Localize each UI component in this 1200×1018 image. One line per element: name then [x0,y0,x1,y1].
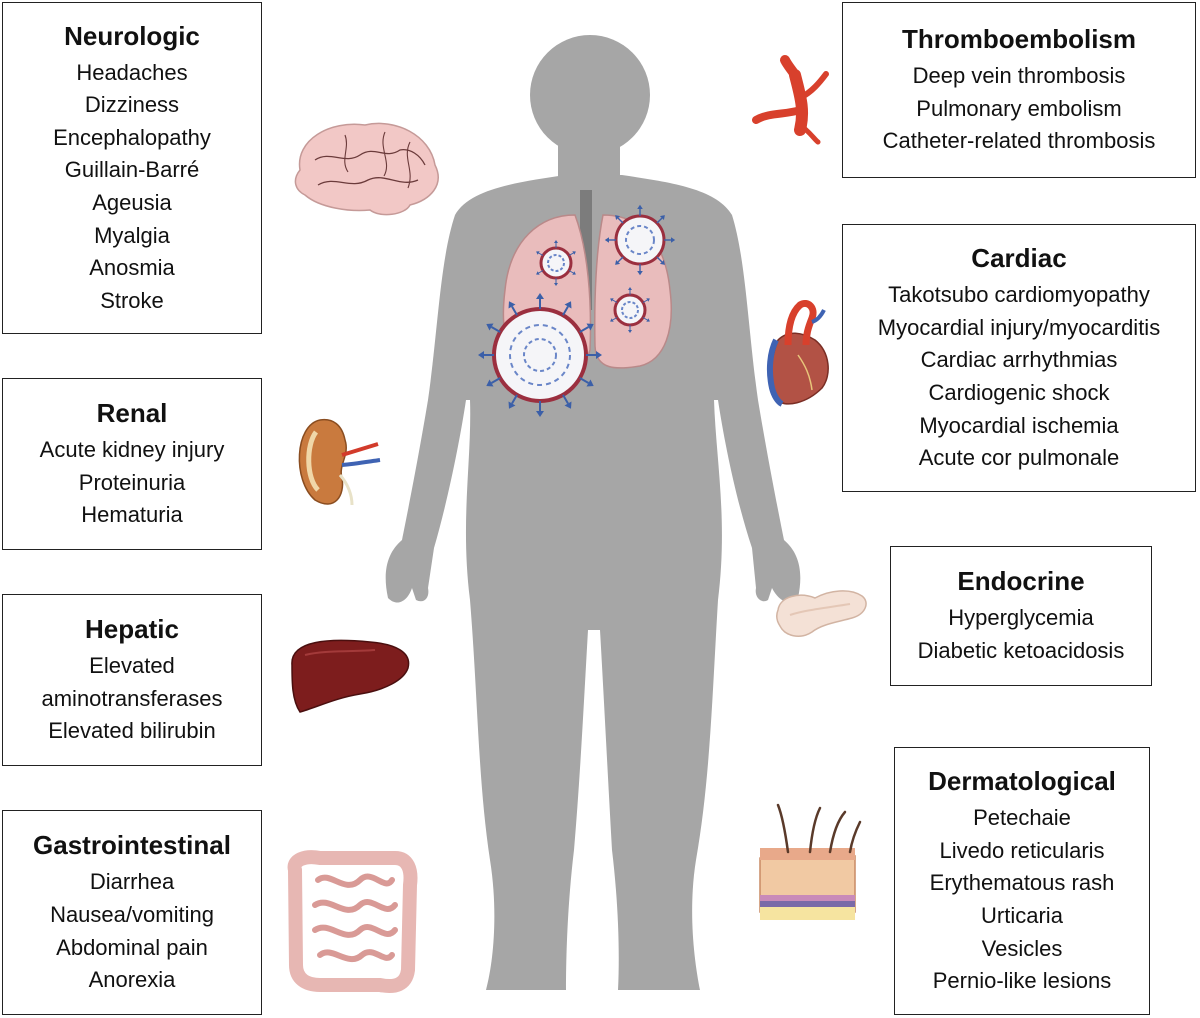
endocrine-item: Hyperglycemia [948,605,1094,631]
thromboembolism-item: Deep vein thrombosis [912,63,1126,89]
hepatic-box: Hepatic Elevated aminotransferases Eleva… [2,594,262,766]
neurologic-item: Anosmia [89,255,175,281]
renal-item: Proteinuria [78,469,186,495]
cardiac-box: Cardiac Takotsubo cardiomyopathy Myocard… [842,224,1196,492]
liver-icon [291,639,410,713]
gastrointestinal-item: Anorexia [88,967,176,993]
neurologic-item: Guillain-Barré [64,157,200,183]
neurologic-item: Headaches [76,59,188,85]
neurologic-item: Stroke [100,287,164,313]
cardiac-item: Cardiac arrhythmias [920,347,1118,373]
neurologic-box: Neurologic Headaches Dizziness Encephalo… [2,2,262,334]
cardiac-item: Cardiogenic shock [928,380,1110,405]
renal-item: Hematuria [81,502,183,528]
cardiac-item: Myocardial ischemia [919,412,1119,438]
thromboembolism-box: Thromboembolism Deep vein thrombosis Pul… [842,2,1196,178]
dermatological-item: Petechaie [973,805,1071,831]
coronavirus-icon [604,204,676,276]
gastrointestinal-item: Nausea/vomiting [50,901,214,927]
neurologic-item: Myalgia [94,222,170,248]
thromboembolism-title: Thromboembolism [901,24,1136,55]
skin-icon [759,803,862,920]
coronavirus-icon [477,292,603,418]
dermatological-item: Erythematous rash [929,870,1115,896]
cardiac-item: Acute cor pulmonale [918,445,1120,471]
cardiac-title: Cardiac [971,243,1067,274]
endocrine-item: Diabetic ketoacidosis [917,638,1125,663]
neurologic-item: Encephalopathy [53,124,211,150]
brain-icon [294,122,439,216]
coronavirus-icon [608,286,652,334]
thromboembolism-item: Pulmonary embolism [916,95,1122,121]
heart-icon [766,300,829,407]
thromboembolism-item: Catheter-related thrombosis [882,128,1156,154]
coronavirus-icon [534,239,578,287]
cardiac-item: Myocardial injury/myocarditis [877,314,1161,340]
hepatic-item: aminotransferases [41,685,223,711]
dermatological-box: Dermatological Petechaie Livedo reticula… [894,747,1150,1015]
gastrointestinal-title: Gastrointestinal [33,830,231,861]
kidney-icon [298,418,381,506]
gastrointestinal-item: Diarrhea [89,869,175,895]
renal-box: Renal Acute kidney injury Proteinuria He… [2,378,262,550]
hepatic-item: Elevated bilirubin [48,718,216,744]
neurologic-title: Neurologic [64,20,200,51]
hepatic-title: Hepatic [85,614,179,645]
cardiac-item: Takotsubo cardiomyopathy [888,282,1150,308]
human-body-silhouette [385,35,801,990]
pancreas-icon [775,590,867,638]
intestine-icon [287,850,418,994]
renal-title: Renal [96,398,168,429]
gastrointestinal-box: Gastrointestinal Diarrhea Nausea/vomitin… [2,810,262,1015]
endocrine-title: Endocrine [957,566,1085,597]
dermatological-item: Vesicles [981,935,1063,961]
neurologic-item: Dizziness [84,92,180,118]
neurologic-item: Ageusia [92,190,172,215]
gastrointestinal-item: Abdominal pain [56,934,208,960]
dermatological-item: Livedo reticularis [939,837,1105,863]
dermatological-item: Pernio-like lesions [932,968,1112,994]
renal-item: Acute kidney injury [39,437,225,463]
vein-icon [752,55,829,145]
endocrine-box: Endocrine Hyperglycemia Diabetic ketoaci… [890,546,1152,686]
dermatological-item: Urticaria [981,903,1063,928]
dermatological-title: Dermatological [928,766,1116,797]
hepatic-item: Elevated [89,653,175,679]
